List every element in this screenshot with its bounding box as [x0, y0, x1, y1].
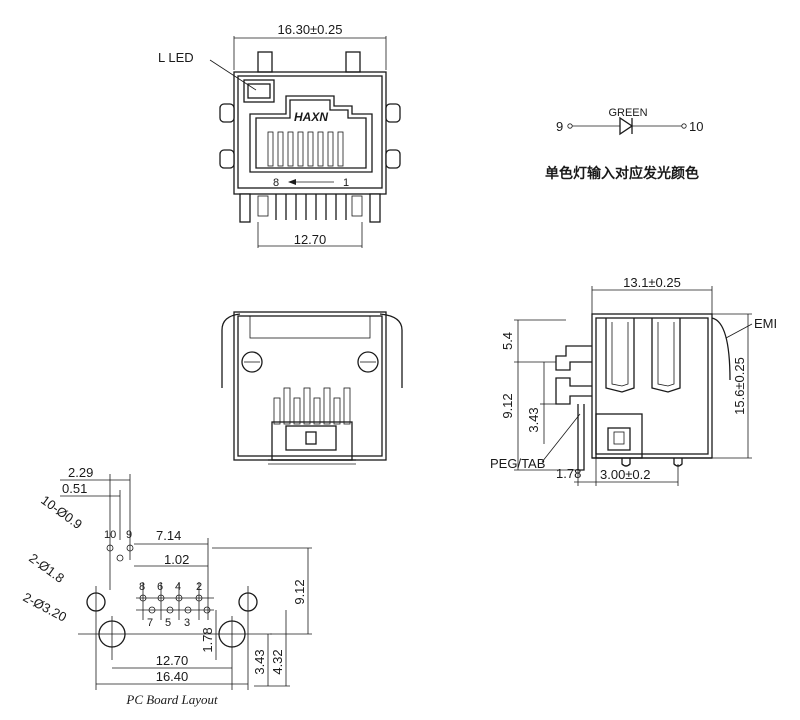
led-color-label: GREEN: [608, 107, 647, 119]
pcb-pin5: 5: [165, 617, 171, 629]
pcb-dim-7-14: 7.14: [156, 528, 181, 543]
side-dim-5-4: 5.4: [500, 332, 515, 350]
pcb-dim-16-40: 16.40: [156, 669, 189, 684]
pcb-layout-title: PC Board Layout: [125, 692, 218, 707]
contact-teeth: [267, 131, 344, 167]
emi-label: EMI: [754, 316, 777, 331]
pcb-dim-2-29: 2.29: [68, 465, 93, 480]
pcb-dim-12-70: 12.70: [156, 653, 189, 668]
top-pins: [239, 193, 381, 223]
rear-view: [221, 311, 403, 465]
side-view: 13.1±0.25 EMI 5.4 9.12 3.4: [490, 275, 777, 486]
top-pitch-dim: 12.70: [294, 232, 327, 247]
top-pin1: 1: [343, 177, 349, 189]
pcb-dim-0-51: 0.51: [62, 481, 87, 496]
top-view: 16.30±0.25 L LED HAXN: [158, 22, 401, 248]
rear-pins: [273, 387, 351, 425]
side-dim-3-00: 3.00±0.2: [600, 467, 651, 482]
pcb-pin3: 3: [184, 617, 190, 629]
led-pin-a: 9: [556, 119, 563, 134]
pcb-pin-holes: [136, 582, 214, 620]
pcb-dim-9-12: 9.12: [292, 579, 307, 604]
pcb-pin6: 6: [157, 581, 163, 593]
top-pin8: 8: [273, 177, 279, 189]
side-height-dim: 15.6±0.25: [732, 357, 747, 415]
pcb-dim-1-78: 1.78: [200, 627, 215, 652]
pcb-pin4: 4: [175, 581, 181, 593]
pcb-layout: 2.29 0.51 10-Ø0.9 10 9 7.14 1.02 2-Ø1.8 …: [21, 465, 312, 707]
side-depth-dim: 13.1±0.25: [623, 275, 681, 290]
led-schematic: GREEN 9 10 单色灯输入对应发光颜色: [545, 107, 703, 182]
pcb-pin7: 7: [147, 617, 153, 629]
pcb-holes-2-320: 2-Ø3.20: [21, 589, 70, 624]
led-label: L LED: [158, 50, 194, 65]
pcb-holes-10: 10-Ø0.9: [38, 492, 85, 532]
top-width-dim: 16.30±0.25: [278, 22, 343, 37]
pcb-pin8: 8: [139, 581, 145, 593]
pcb-dim-1-02: 1.02: [164, 552, 189, 567]
pcb-dim-3-43: 3.43: [252, 649, 267, 674]
led-note: 单色灯输入对应发光颜色: [545, 165, 699, 182]
pcb-pin9: 9: [126, 529, 132, 541]
pcb-holes-2-18: 2-Ø1.8: [26, 550, 67, 585]
pcb-pin10: 10: [104, 529, 116, 541]
led-pin-b: 10: [689, 119, 703, 134]
side-dim-9-12: 9.12: [500, 393, 515, 418]
side-dim-1-78: 1.78: [556, 466, 581, 481]
side-dim-3-43: 3.43: [526, 407, 541, 432]
brand-label: HAXN: [294, 110, 328, 124]
pcb-dim-4-32: 4.32: [270, 649, 285, 674]
peg-tab-label: PEG/TAB: [490, 456, 545, 471]
